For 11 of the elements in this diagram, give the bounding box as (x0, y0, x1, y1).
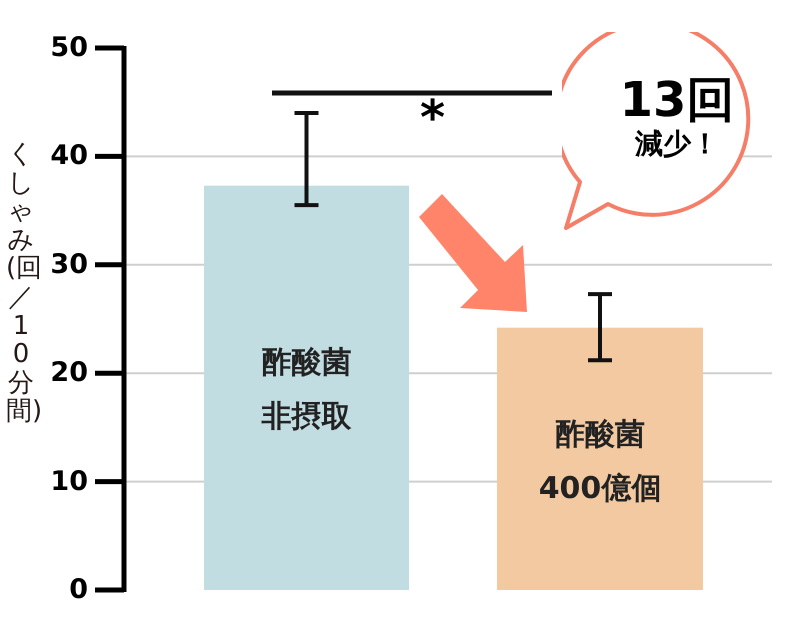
bubble-number: 13回 (620, 76, 734, 124)
category-label: 酢酸菌400億個 (538, 416, 662, 508)
y-tick-label: 10 (49, 468, 88, 495)
y-tick-label: 20 (49, 359, 88, 386)
significance-mark: * (420, 94, 446, 142)
y-tick-label: 30 (49, 250, 88, 278)
category-label: 酢酸菌非摂取 (260, 344, 352, 436)
y-tick-label: 50 (49, 34, 88, 61)
y-tick-label: 0 (68, 576, 88, 603)
y-tick-label: 40 (49, 142, 88, 170)
bubble-text: 減少！ (635, 130, 719, 158)
